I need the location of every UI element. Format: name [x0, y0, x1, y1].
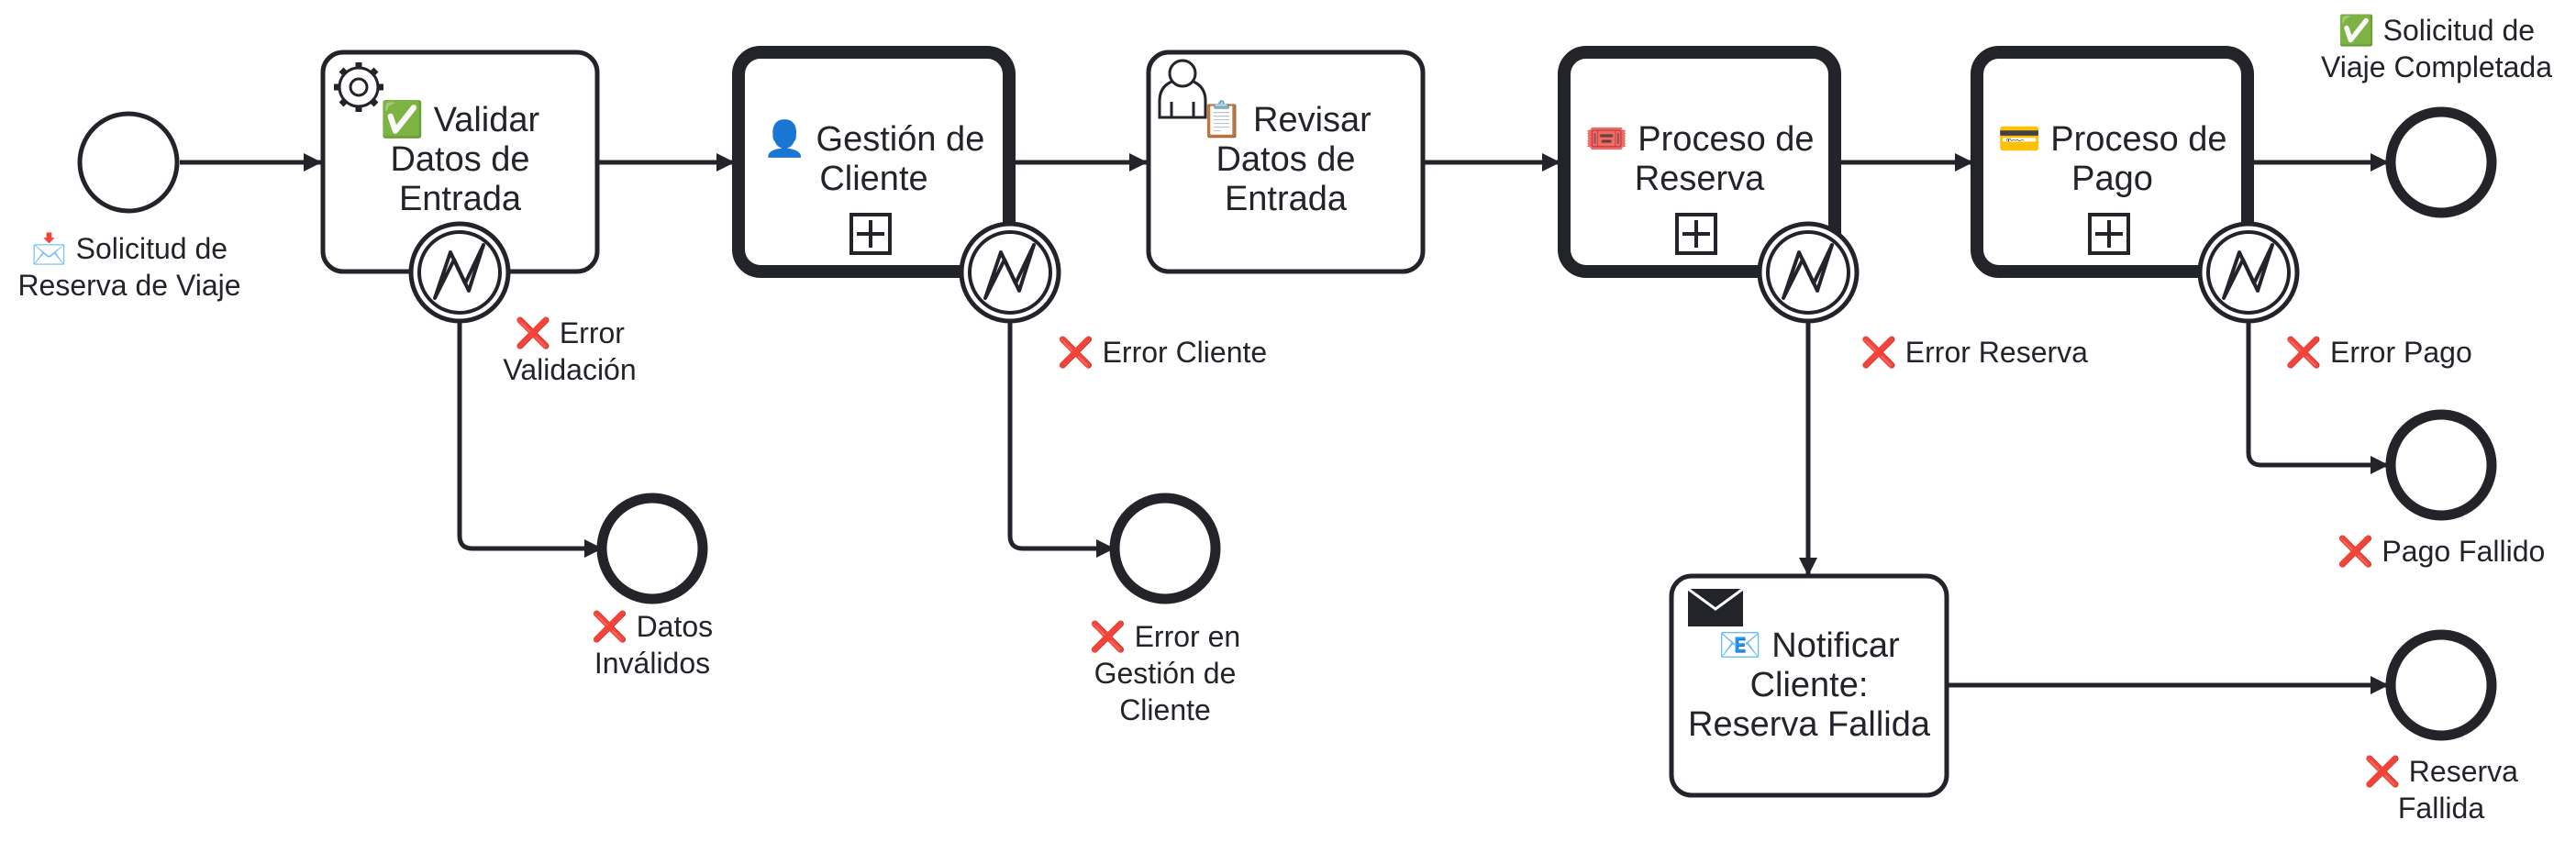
- subprocess-label: 👤 Gestión de Cliente: [762, 120, 985, 198]
- error-boundary-event[interactable]: [1760, 224, 1857, 321]
- end-event-label: ❌ Datos Inválidos: [591, 610, 714, 680]
- flow-pago-to-pago-fallido: [2246, 322, 2389, 474]
- boundary-event-label: ❌ Error Validación: [503, 316, 637, 386]
- error-boundary-event[interactable]: [411, 224, 508, 321]
- task-label: ✅ Validar Datos de Entrada: [380, 101, 540, 218]
- subprocess-label: 💳 Proceso de Pago: [1997, 120, 2227, 198]
- task-notificar[interactable]: [1669, 573, 1949, 798]
- gear-icon: [334, 62, 383, 112]
- error-boundary-event[interactable]: [961, 224, 1059, 321]
- end-event-label: ✅ Solicitud de Viaje Completada: [2320, 14, 2552, 83]
- end-event-label: ❌ Reserva Fallida: [2364, 755, 2518, 825]
- subprocess-gestion[interactable]: [732, 46, 1016, 278]
- plus-marker-icon: [849, 213, 892, 255]
- plus-marker-icon: [2088, 213, 2130, 255]
- subprocess-pago[interactable]: [1971, 46, 2254, 278]
- end-event-label: ❌ Error en Gestión de Cliente: [1089, 620, 1241, 726]
- flow-validacion-to-datos-invalidos: [457, 322, 603, 558]
- error-boundary-event[interactable]: [2200, 224, 2297, 321]
- end-event-completada[interactable]: [2385, 106, 2497, 218]
- end-event-reserva-fallida[interactable]: [2385, 629, 2497, 741]
- boundary-event-label: ❌ Error Reserva: [1860, 336, 2088, 369]
- start-event-label: 📩 Solicitud de Reserva de Viaje: [17, 232, 241, 302]
- subprocess-reserva[interactable]: [1558, 46, 1841, 278]
- envelope-icon: [1687, 587, 1744, 626]
- end-event-label: ❌ Pago Fallido: [2337, 535, 2546, 568]
- flow-cliente-to-error-gestion: [1007, 322, 1115, 558]
- boundary-event-label: ❌ Error Pago: [2285, 336, 2472, 369]
- plus-marker-icon: [1675, 213, 1717, 255]
- task-label: 📧 Notificar Cliente: Reserva Fallida: [1688, 626, 1930, 744]
- subprocess-label: 🎟️ Proceso de Reserva: [1584, 120, 1815, 198]
- end-event-pago-fallido[interactable]: [2385, 409, 2497, 521]
- boundary-event-label: ❌ Error Cliente: [1057, 336, 1268, 369]
- task-revisar[interactable]: [1146, 50, 1426, 274]
- start-event[interactable]: [77, 111, 180, 214]
- user-icon: [1158, 59, 1207, 119]
- end-event-error-gestion[interactable]: [1109, 493, 1221, 604]
- task-label: 📋 Revisar Datos de Entrada: [1200, 101, 1371, 218]
- end-event-datos-invalidos[interactable]: [596, 493, 708, 604]
